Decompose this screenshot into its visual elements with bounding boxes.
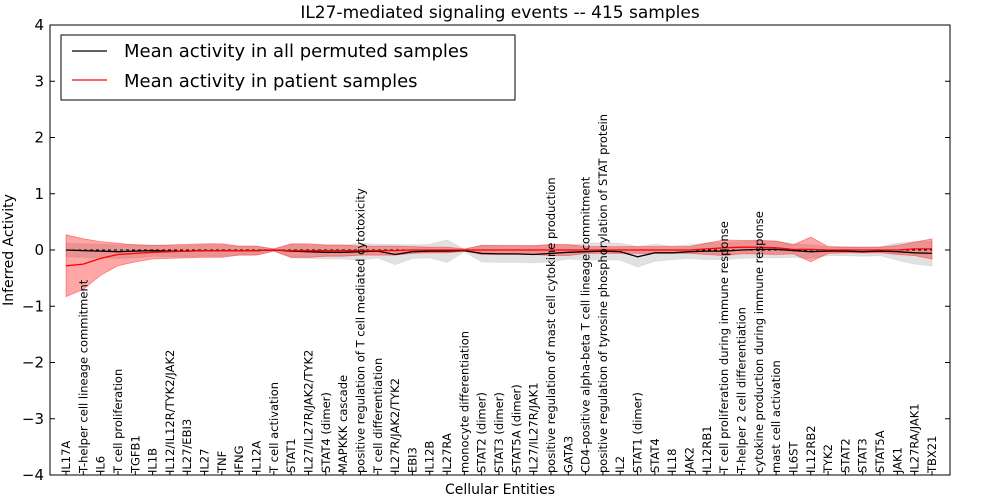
x-tick-label: cytokine production during immune respon… xyxy=(752,211,766,473)
x-tick-label: IL6 xyxy=(94,456,108,473)
x-tick-label: JAK1 xyxy=(890,447,904,474)
x-tick-label: positive regulation of T cell mediated c… xyxy=(353,188,367,473)
x-tick-label: IL2 xyxy=(613,456,627,473)
x-tick-label: IL27RA/JAK1 xyxy=(908,403,922,473)
legend-box xyxy=(60,34,516,101)
x-tick-label: IL27/EBI3 xyxy=(180,419,194,473)
x-tick-label: T-helper 2 cell differentiation xyxy=(734,307,748,474)
x-tick-label: IFNG xyxy=(232,445,246,473)
x-tick-label: positive regulation of mast cell cytokin… xyxy=(544,177,558,473)
x-tick-label: IL27 xyxy=(198,449,212,473)
x-tick-label: positive regulation of tyrosine phosphor… xyxy=(596,114,610,473)
y-tick-label: 2 xyxy=(34,129,44,147)
x-tick-label: IL12A xyxy=(250,441,264,473)
x-tick-label: IL27R/JAK2/TYK2 xyxy=(388,378,402,473)
x-tick-label: TGFB1 xyxy=(128,435,142,474)
x-tick-label: IL17A xyxy=(59,441,73,473)
y-tick-label: 0 xyxy=(34,241,44,259)
x-tick-label: mast cell activation xyxy=(769,360,783,473)
x-tick-label: IL12B xyxy=(423,441,437,473)
x-tick-label: STAT4 (dimer) xyxy=(319,392,333,473)
x-tick-label: TBX21 xyxy=(925,436,939,474)
y-tick-label: −1 xyxy=(22,297,44,315)
x-tick-label: IL12RB2 xyxy=(804,425,818,473)
x-tick-label: STAT5A (dimer) xyxy=(509,384,523,473)
x-tick-label: JAK2 xyxy=(683,447,697,474)
line-layer xyxy=(65,246,933,267)
y-tick-label: −2 xyxy=(22,354,44,372)
x-tick-label: TNF xyxy=(215,451,229,474)
band-layer xyxy=(65,234,933,298)
x-tick-label: TYK2 xyxy=(821,444,835,474)
x-tick-label: IL18 xyxy=(665,449,679,473)
x-tick-label: IL6ST xyxy=(786,441,800,473)
x-tick-label: IL27/IL27R/JAK2/TYK2 xyxy=(301,350,315,473)
x-tick-label: T cell differentiation xyxy=(371,358,385,474)
x-tick-label: IL1B xyxy=(146,448,160,473)
x-tick-label: STAT1 (dimer) xyxy=(631,392,645,473)
y-tick-label: −4 xyxy=(22,466,44,484)
x-tick-label: T-helper cell lineage commitment xyxy=(76,279,90,474)
legend-label-patient: Mean activity in patient samples xyxy=(124,71,418,92)
x-axis-label: Cellular Entities xyxy=(445,482,555,498)
x-tick-label: GATA3 xyxy=(561,436,575,473)
x-tick-label: T cell proliferation during immune respo… xyxy=(717,221,731,474)
x-tick-label: IL27/IL27R/JAK1 xyxy=(527,382,541,473)
x-tick-label: T cell activation xyxy=(267,382,281,474)
x-tick-label: IL12/IL12R/TYK2/JAK2 xyxy=(163,350,177,473)
x-tick-label: STAT3 xyxy=(856,438,870,473)
x-tick-label: IL12RB1 xyxy=(700,425,714,473)
x-tick-label: T cell proliferation xyxy=(111,369,125,474)
y-tick-label: 4 xyxy=(34,16,44,34)
x-tick-label: IL27RA xyxy=(440,433,454,473)
y-tick-label: 1 xyxy=(34,185,44,203)
y-axis: 4 3 2 1 0 −1 −2 −3 −4 xyxy=(22,16,950,484)
x-tick-label: MAPKKK cascade xyxy=(336,375,350,473)
x-tick-label: STAT5A xyxy=(873,430,887,473)
x-tick-label: STAT3 (dimer) xyxy=(492,392,506,473)
legend: Mean activity in all permuted samples Me… xyxy=(60,34,516,101)
x-tick-label: STAT2 xyxy=(838,438,852,473)
chart-title: IL27-mediated signaling events -- 415 sa… xyxy=(300,3,700,23)
x-tick-label: EBI3 xyxy=(405,447,419,473)
x-tick-label: STAT1 xyxy=(284,438,298,473)
y-axis-label: Inferred Activity xyxy=(1,194,17,306)
x-tick-label: monocyte differentiation xyxy=(457,331,471,473)
band-1 xyxy=(65,234,933,298)
x-tick-label: STAT4 xyxy=(648,438,662,473)
x-tick-label: STAT2 (dimer) xyxy=(475,392,489,473)
y-tick-label: 3 xyxy=(34,72,44,90)
legend-label-permuted: Mean activity in all permuted samples xyxy=(124,41,468,62)
y-tick-label: −3 xyxy=(22,410,44,428)
series-line-1 xyxy=(65,246,932,267)
x-tick-label: CD4-positive alpha-beta T cell lineage c… xyxy=(579,176,593,473)
